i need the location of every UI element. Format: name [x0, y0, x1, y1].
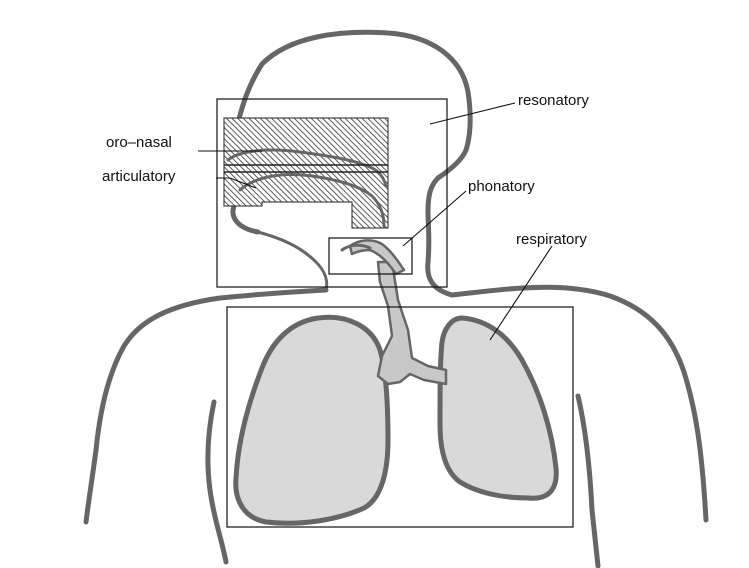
- phonatory-leader: [403, 191, 466, 246]
- articulatory-label: articulatory: [102, 168, 176, 185]
- resonatory-label: resonatory: [518, 92, 589, 109]
- oro-nasal-label: oro–nasal: [106, 134, 172, 151]
- phonatory-label: phonatory: [468, 178, 535, 195]
- left-lung: [236, 317, 388, 523]
- respiratory-leader: [490, 246, 552, 340]
- left-arm-line: [208, 402, 226, 562]
- right-lung: [440, 318, 556, 498]
- neck-front: [258, 232, 327, 290]
- right-arm-line: [578, 396, 598, 566]
- respiratory-label: respiratory: [516, 231, 587, 248]
- oro-nasal-region: [224, 118, 388, 228]
- trachea: [378, 262, 446, 384]
